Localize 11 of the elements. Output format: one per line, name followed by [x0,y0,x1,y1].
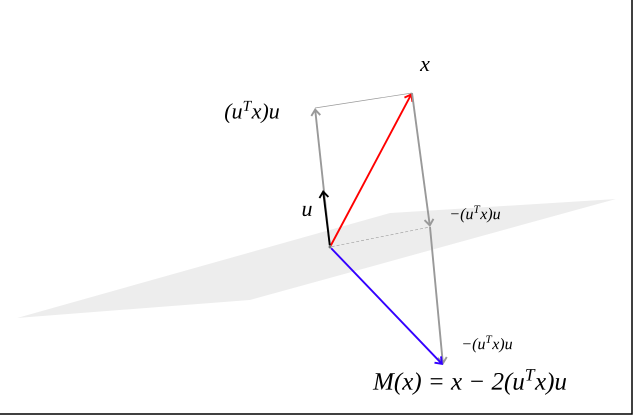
math-label: (u$^{T}$x)u [225,100,279,124]
math-label: M(x) = x − 2(u$^{T}$x)u [372,369,566,395]
math-label: −(u$^{T}$x)u [463,335,512,352]
math-label: x [420,60,430,72]
vector-arrow [330,248,443,365]
vector-arrow [330,93,414,246]
math-label: u [302,206,312,216]
math-label: −(u$^{T}$x)u [451,205,500,222]
vector-arrow [429,226,448,365]
vector-arrow [411,92,434,227]
vector-arrow [318,190,331,246]
